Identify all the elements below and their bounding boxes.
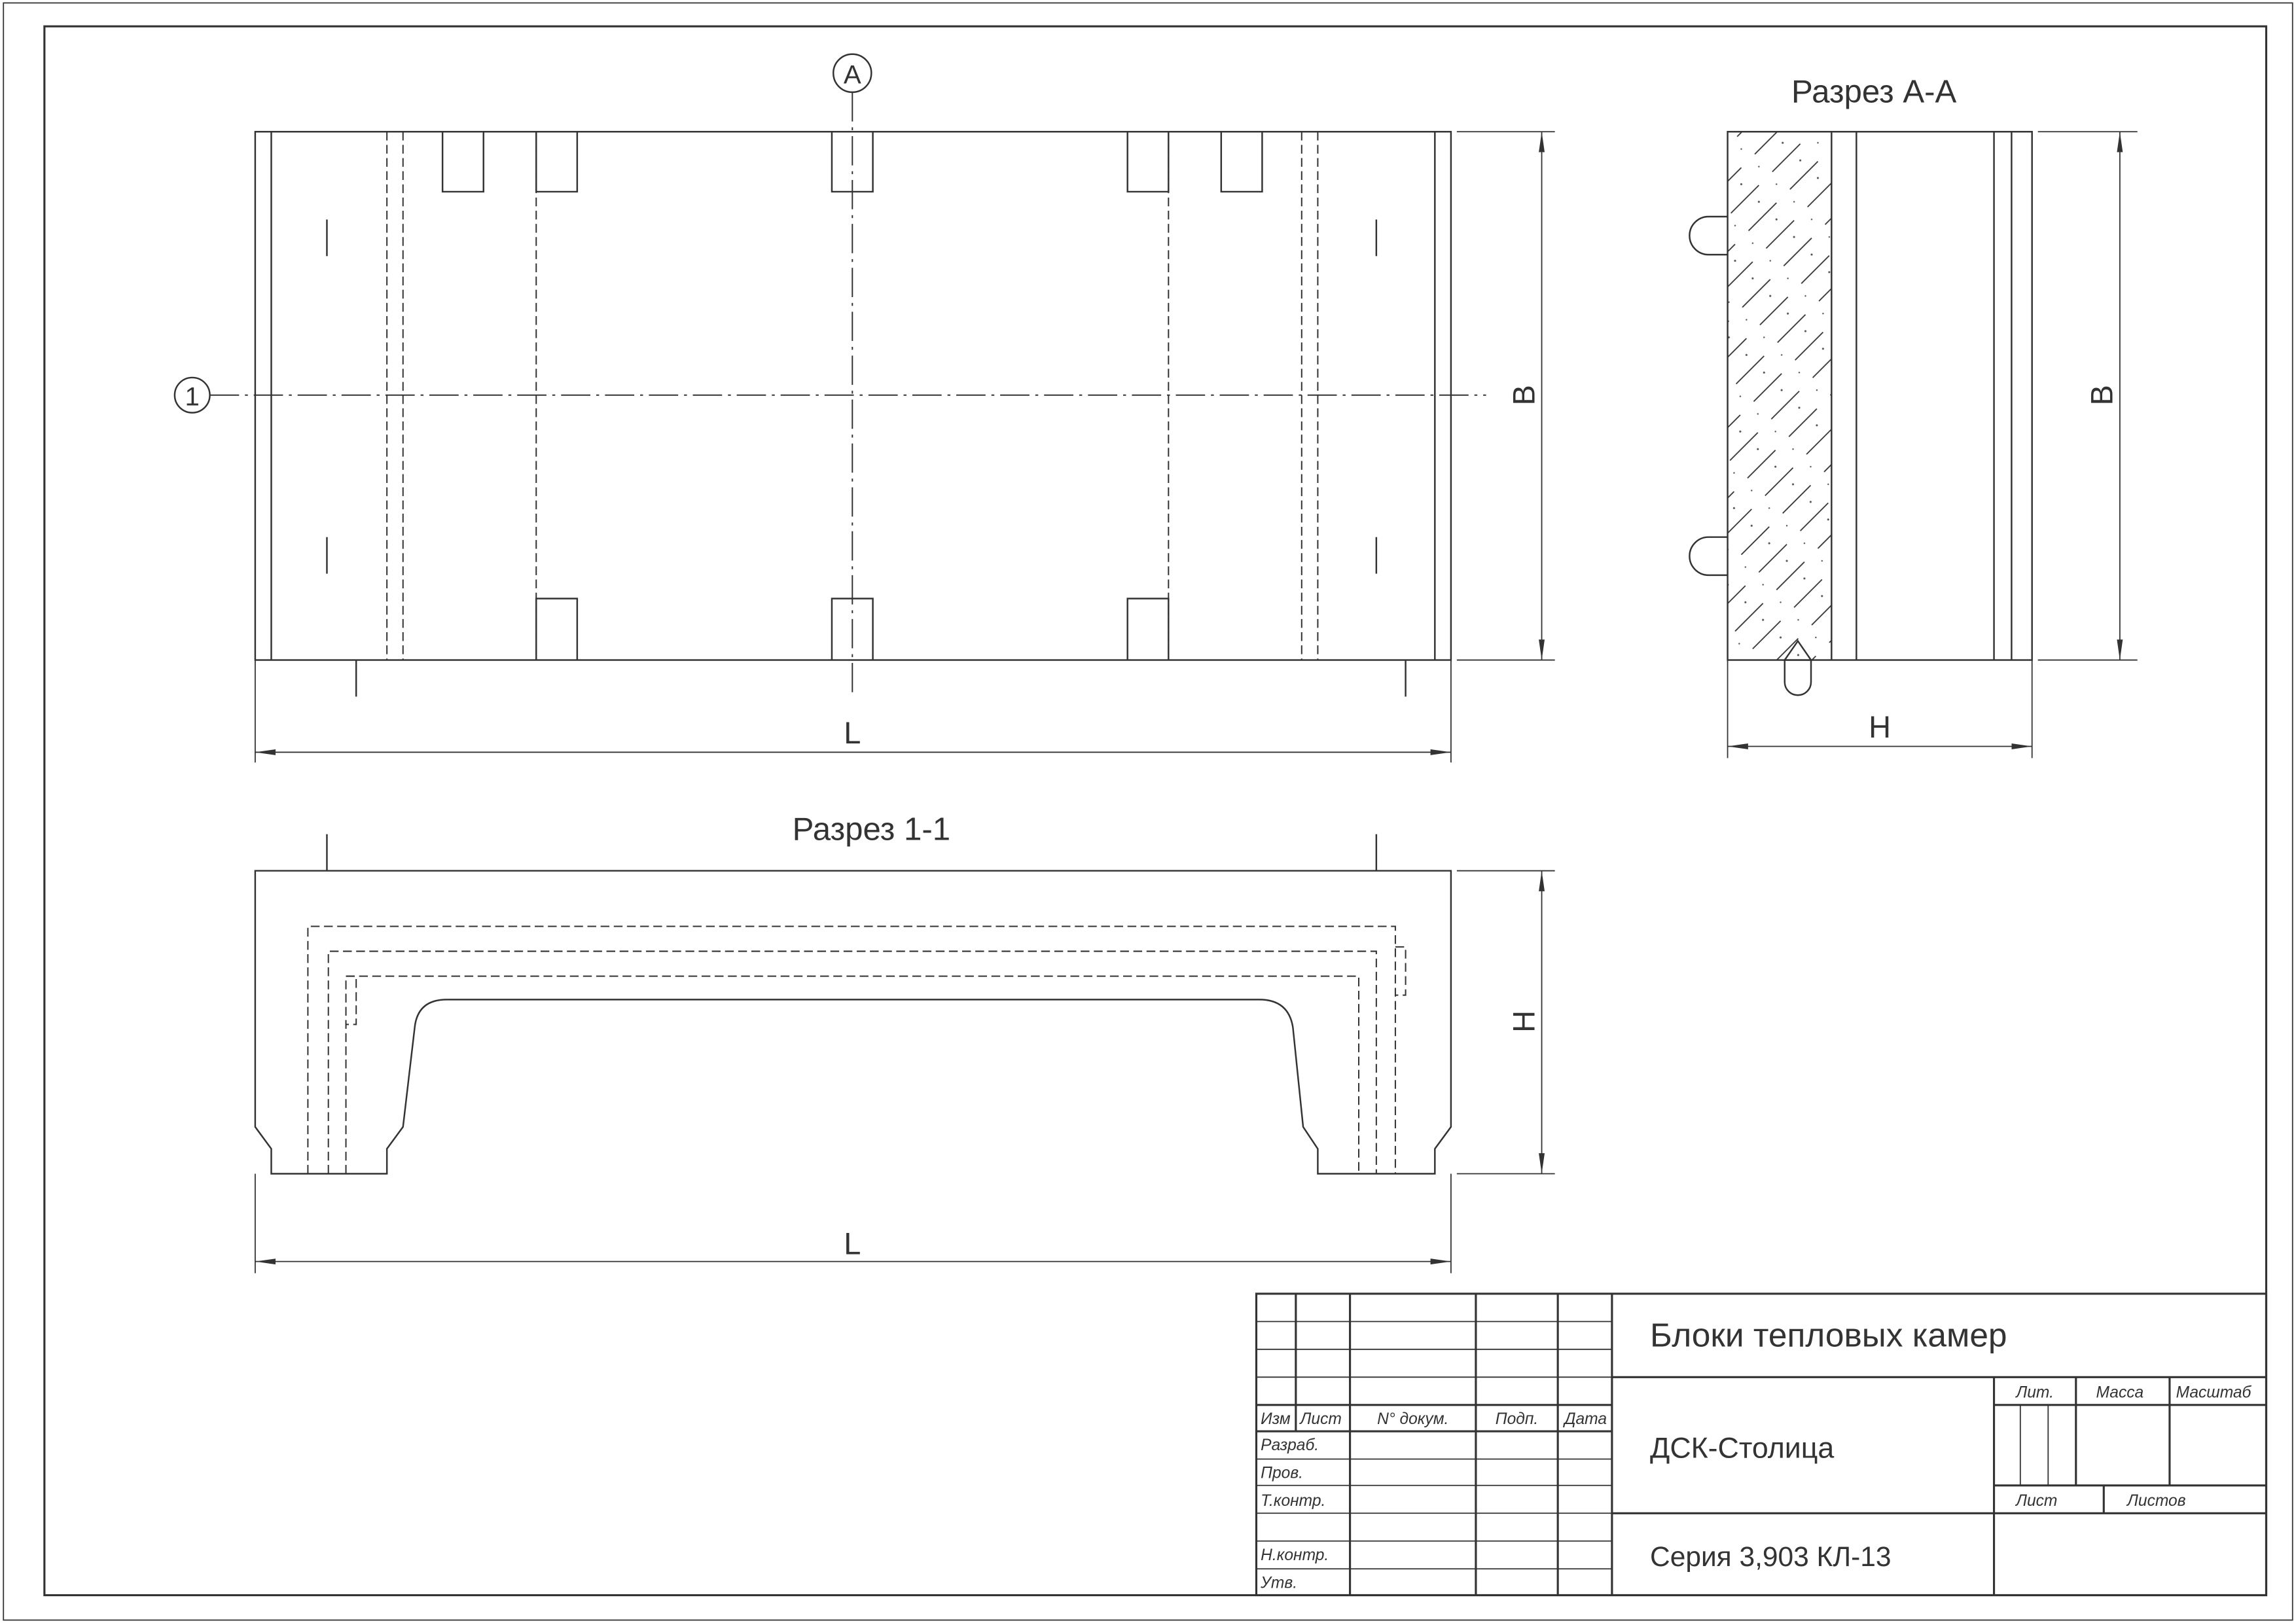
field-scale: Масштаб: [2176, 1384, 2252, 1402]
dimension-width: B: [1456, 131, 1555, 661]
lifting-loops: [1689, 215, 1728, 577]
dimension-height-aa: H: [1727, 660, 2033, 758]
loop-marks: [326, 219, 1378, 574]
role-tech-control: Т.контр.: [1261, 1492, 1325, 1510]
title-block-left-grid: [1256, 1293, 1613, 1596]
section-a-a-title: Разрез А-А: [1791, 74, 1957, 110]
role-developer: Разраб.: [1261, 1436, 1319, 1454]
title-block-right-grid: [1611, 1376, 2267, 1596]
field-mass: Масса: [2096, 1384, 2144, 1402]
header-doc-no: N° докум.: [1377, 1410, 1448, 1428]
header-change: Изм: [1261, 1410, 1291, 1428]
field-sheet: Лист: [2015, 1492, 2057, 1510]
dimension-height-11: H: [1456, 870, 1555, 1175]
designation: Серия 3,903 КЛ-13: [1650, 1542, 1892, 1573]
section-cut-marks-top: [326, 834, 1378, 871]
axis-a-marker: А: [832, 53, 872, 94]
header-sheet: Лист: [1299, 1410, 1342, 1428]
dimension-height-11-label: H: [1506, 1010, 1541, 1033]
dimension-width-aa: B: [2037, 131, 2138, 661]
section-1-1: Разрез 1-1 H L: [254, 812, 1555, 1274]
dimension-length-11: L: [254, 1173, 1452, 1274]
title-block: Изм Лист N° докум. Подп. Дата Разраб. Пр…: [1255, 1293, 2268, 1597]
hidden-lines: [386, 132, 1319, 660]
organization: ДСК-Столица: [1650, 1432, 1834, 1464]
role-norm-control: Н.контр.: [1261, 1546, 1329, 1564]
axis-1-marker: 1: [173, 376, 211, 414]
dimension-length: L: [254, 660, 1452, 763]
drawing-frame: [43, 25, 2268, 1597]
reinforcement-hidden-lines: [307, 925, 1407, 1174]
field-letter: Лит.: [2015, 1384, 2054, 1402]
plan-view: А 1 L B: [173, 53, 1555, 763]
header-date: Дата: [1562, 1410, 1607, 1428]
drawing-title: Блоки тепловых камер: [1650, 1315, 2007, 1353]
title-block-border: [1255, 1293, 2268, 1597]
section-a-a: Разрез А-А B H: [1689, 74, 2138, 758]
dimension-width-label: B: [1506, 385, 1541, 405]
section-a-a-outline: [1727, 131, 2033, 661]
dimension-height-aa-label: H: [1869, 709, 1891, 744]
section-1-1-title: Разрез 1-1: [793, 812, 950, 847]
axis-1-label: 1: [185, 382, 200, 411]
role-checker: Пров.: [1261, 1465, 1303, 1482]
section-cut-marks: [355, 660, 1407, 697]
header-signature: Подп.: [1496, 1410, 1538, 1428]
section-1-1-concrete: [254, 870, 1452, 1175]
block-outline: [254, 131, 1452, 661]
field-sheets: Листов: [2126, 1492, 2186, 1510]
dimension-length-11-label: L: [844, 1226, 861, 1260]
outer-sheet-border: [3, 2, 2293, 1621]
dimension-length-label: L: [844, 715, 861, 750]
axis-a-label: А: [844, 60, 861, 89]
dimension-width-aa-label: B: [2085, 385, 2119, 405]
concrete-hatch: [1727, 132, 1832, 660]
role-approver: Утв.: [1260, 1574, 1297, 1592]
bottom-loop: [1783, 639, 1813, 696]
